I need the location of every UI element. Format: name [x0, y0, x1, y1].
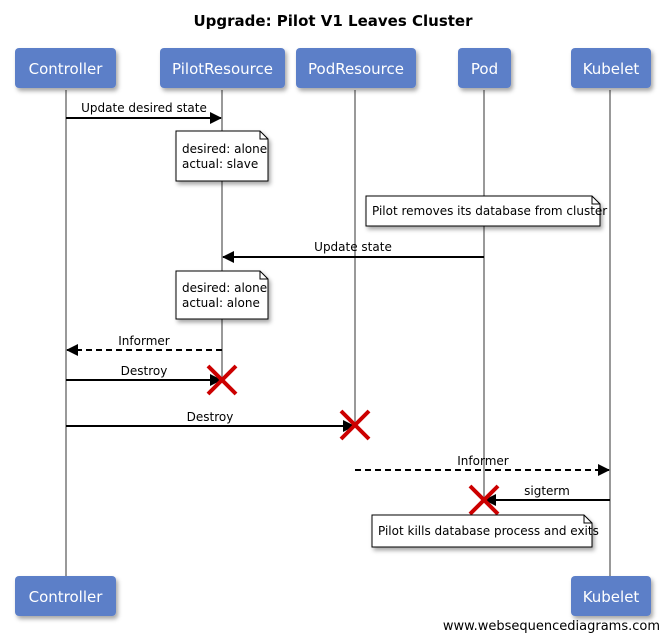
actor-kubelet-label: Kubelet [583, 60, 640, 78]
message-label: Update state [314, 240, 392, 254]
watermark-link[interactable]: www.websequencediagrams.com [443, 619, 660, 634]
actor-pod: Pod [458, 48, 511, 88]
note-pilot-kills-db: Pilot kills database process and exits [371, 514, 599, 548]
note-line: actual: alone [182, 296, 260, 310]
note-state-1: desired: alone actual: slave [175, 130, 269, 182]
message-update-desired-state: Update desired state [66, 101, 222, 124]
message-label: Update desired state [81, 101, 207, 115]
message-label: Destroy [187, 410, 234, 424]
message-informer-2: Informer [355, 454, 610, 476]
note-line: Pilot removes its database from cluster [372, 204, 607, 218]
actor-pilotresource-label: PilotResource [172, 60, 273, 78]
message-destroy-pilotresource: Destroy [66, 364, 222, 386]
bottom-actors: Controller Kubelet [15, 576, 651, 616]
message-update-state: Update state [222, 240, 484, 263]
actor-kubelet-label: Kubelet [583, 588, 640, 606]
note-line: desired: alone [182, 281, 267, 295]
note-line: Pilot kills database process and exits [378, 524, 599, 538]
note-pilot-removes-db: Pilot removes its database from cluster [365, 195, 607, 227]
actor-controller-bottom: Controller [15, 576, 116, 616]
actor-controller-label: Controller [29, 60, 104, 78]
destroy-x-icon [206, 364, 238, 396]
actor-kubelet-bottom: Kubelet [571, 576, 651, 616]
actor-podresource-label: PodResource [308, 60, 404, 78]
destroy-x-icon [339, 409, 371, 441]
message-label: Informer [118, 334, 170, 348]
message-sigterm: sigterm [484, 484, 610, 506]
diagram-title: Upgrade: Pilot V1 Leaves Cluster [193, 12, 473, 30]
actor-pod-label: Pod [471, 60, 498, 78]
top-actors: Controller PilotResource PodResource Pod… [15, 48, 651, 88]
note-state-2: desired: alone actual: alone [175, 270, 269, 320]
message-destroy-podresource: Destroy [66, 410, 355, 432]
message-label: sigterm [524, 484, 570, 498]
actor-pilotresource: PilotResource [160, 48, 285, 88]
message-label: Destroy [121, 364, 168, 378]
note-line: actual: slave [182, 157, 258, 171]
message-label: Informer [457, 454, 509, 468]
actor-kubelet: Kubelet [571, 48, 651, 88]
destroy-x-icon [468, 484, 500, 516]
actor-podresource: PodResource [296, 48, 416, 88]
actor-controller-label: Controller [29, 588, 104, 606]
note-line: desired: alone [182, 142, 267, 156]
actor-controller: Controller [15, 48, 116, 88]
message-informer-1: Informer [66, 334, 222, 356]
